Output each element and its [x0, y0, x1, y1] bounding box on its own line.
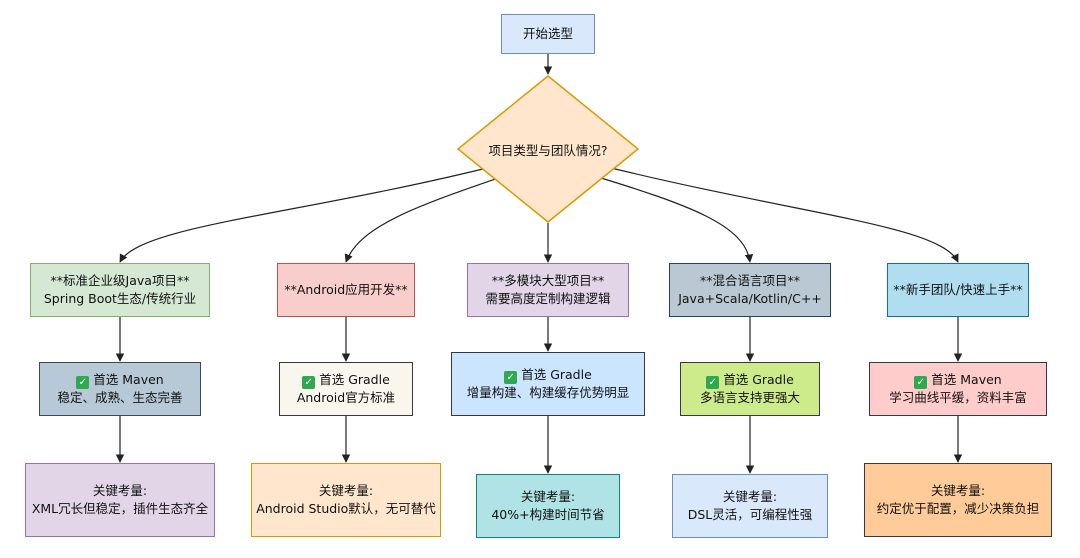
category-subtitle: Spring Boot生态/传统行业	[43, 291, 197, 306]
check-mark-icon: ✓	[706, 375, 720, 389]
key-subtitle: Android Studio默认，无可替代	[256, 501, 436, 516]
choice-title: ✓首选 Gradle	[302, 371, 390, 389]
choice-title: ✓首选 Gradle	[706, 371, 794, 389]
check-mark-icon: ✓	[914, 375, 928, 389]
check-mark-icon: ✓	[76, 375, 90, 389]
decision-label: 项目类型与团队情况?	[488, 142, 608, 158]
beginner-team-key-box: 关键考量: 约定优于配置，减少决策负担	[864, 463, 1052, 537]
choice-subtitle: Android官方标准	[296, 390, 396, 405]
java-enterprise-key-box: 关键考量: XML冗长但稳定，插件生态齐全	[25, 463, 215, 537]
beginner-team-category-box: **新手团队/快速上手**	[887, 263, 1029, 317]
key-subtitle: DSL灵活，可编程性强	[687, 507, 813, 522]
choice-title-text: 首选 Maven	[93, 371, 164, 387]
category-title: **新手团队/快速上手**	[893, 281, 1023, 297]
android-key-box: 关键考量: Android Studio默认，无可替代	[251, 463, 441, 537]
choice-title: ✓首选 Maven	[76, 371, 164, 389]
multi-module-category-box: **多模块大型项目** 需要高度定制构建逻辑	[467, 263, 629, 317]
choice-subtitle: 学习曲线平缓，资料丰富	[889, 390, 1027, 405]
choice-subtitle: 多语言支持更强大	[699, 390, 800, 405]
decision-diamond	[457, 75, 639, 223]
mixed-language-key-box: 关键考量: DSL灵活，可编程性强	[672, 474, 828, 538]
category-subtitle: 需要高度定制构建逻辑	[485, 291, 611, 306]
start-label: 开始选型	[522, 25, 573, 41]
choice-title-text: 首选 Gradle	[521, 366, 592, 382]
decision-label-wrap: 项目类型与团队情况?	[457, 75, 639, 223]
android-category-box: **Android应用开发**	[277, 263, 415, 317]
edge-decision-to-beginner-team	[598, 164, 959, 263]
category-title: **Android应用开发**	[284, 281, 408, 297]
choice-title: ✓首选 Maven	[914, 371, 1002, 389]
key-title: 关键考量:	[92, 482, 148, 498]
key-subtitle: 40%+构建时间节省	[491, 507, 605, 522]
edge-decision-to-java-enterprise	[119, 164, 500, 263]
mixed-language-category-box: **混合语言项目** Java+Scala/Kotlin/C++	[669, 263, 831, 317]
key-title: 关键考量:	[318, 482, 374, 498]
category-subtitle: Java+Scala/Kotlin/C++	[678, 291, 822, 306]
choice-subtitle: 稳定、成熟、生态完善	[57, 390, 183, 405]
choice-title-text: 首选 Gradle	[319, 371, 390, 387]
check-mark-icon: ✓	[504, 370, 518, 384]
java-enterprise-category-box: **标准企业级Java项目** Spring Boot生态/传统行业	[30, 263, 210, 317]
key-title: 关键考量:	[930, 482, 986, 498]
choice-title: ✓首选 Gradle	[504, 366, 592, 384]
choice-title-text: 首选 Gradle	[723, 371, 794, 387]
key-title: 关键考量:	[520, 488, 576, 504]
key-subtitle: 约定优于配置，减少决策负担	[876, 501, 1040, 516]
edge-decision-to-android	[344, 173, 511, 263]
key-title: 关键考量:	[722, 488, 778, 504]
multi-module-key-box: 关键考量: 40%+构建时间节省	[476, 474, 620, 538]
category-title: **多模块大型项目**	[491, 272, 605, 288]
start-node: 开始选型	[501, 14, 595, 54]
key-subtitle: XML冗长但稳定，插件生态齐全	[31, 501, 209, 516]
choice-title-text: 首选 Maven	[931, 371, 1002, 387]
check-mark-icon: ✓	[302, 375, 316, 389]
edge-decision-to-mixed-language	[587, 173, 754, 263]
category-title: **混合语言项目**	[699, 272, 800, 288]
category-title: **标准企业级Java项目**	[50, 272, 190, 288]
choice-subtitle: 增量构建、构建缓存优势明显	[466, 385, 630, 400]
